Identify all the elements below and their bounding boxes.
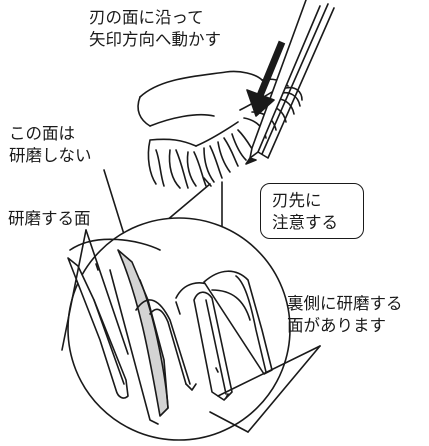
tip-caution-line-1: 刃先に <box>272 191 322 210</box>
direction-label-line-2: 矢印方向へ動かす <box>89 30 221 49</box>
magnify-corner-left <box>203 177 212 187</box>
leader-sharpen-2 <box>85 229 129 355</box>
no-sharpen-label: この面は 研磨しない <box>9 123 92 167</box>
no-sharpen-label-line-1: この面は <box>9 124 75 143</box>
leader-back-2 <box>247 345 321 433</box>
no-sharpen-label-line-2: 研磨しない <box>9 146 92 165</box>
tip-caution-label: 刃先に 注意する <box>272 190 338 234</box>
sharpening-tool <box>245 0 335 165</box>
back-face-label-line-1: 裏側に研磨する <box>287 294 403 313</box>
tip-caution-callout <box>260 183 364 239</box>
back-face-label: 裏側に研磨する 面があります <box>287 293 403 337</box>
magnified-circle <box>67 217 291 441</box>
leader-back-3 <box>209 411 249 433</box>
leader-sharpen-1 <box>61 229 87 351</box>
tip-caution-line-2: 注意する <box>272 213 338 232</box>
direction-label-line-1: 刃の面に沿って <box>89 8 204 27</box>
sharpen-face-label: 研磨する面 <box>8 209 91 228</box>
leader-back-1 <box>217 345 321 397</box>
direction-label: 刃の面に沿って 矢印方向へ動かす <box>89 7 221 51</box>
clipper-head <box>137 70 303 189</box>
direction-arrow <box>246 40 286 117</box>
back-face-label-line-2: 面があります <box>287 316 386 335</box>
